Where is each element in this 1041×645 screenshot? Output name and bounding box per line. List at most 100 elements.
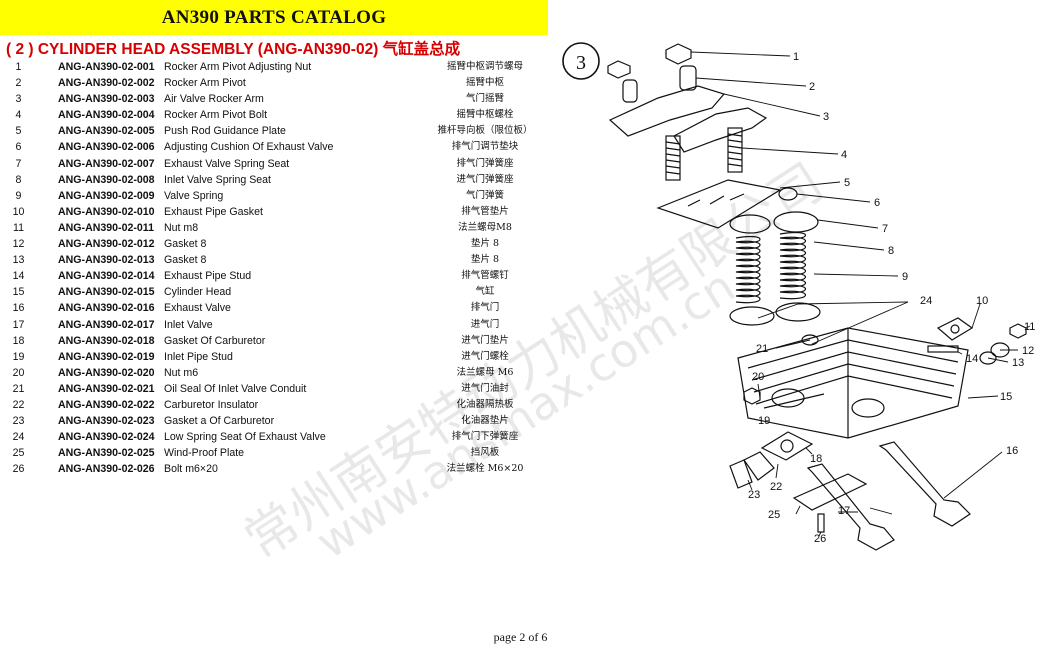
part-number: 8 [15, 173, 22, 186]
part-name-cn: 法兰螺母M8 [458, 221, 512, 233]
part-name: Exhaust Pipe Stud [164, 270, 252, 283]
part-code: ANG-AN390-02-020 [58, 366, 155, 379]
part-name: Cylinder Head [164, 286, 232, 299]
callout-label: 15 [1000, 391, 1012, 403]
part-number: 21 [12, 382, 25, 395]
part-code: ANG-AN390-02-006 [58, 141, 155, 154]
catalog-title: AN390 PARTS CATALOG [161, 6, 387, 28]
section-number: 3 [576, 52, 586, 74]
rocker-arm-part [608, 85, 768, 153]
part-code: ANG-AN390-02-004 [58, 109, 155, 122]
part-name-cn: 气缸 [475, 286, 495, 298]
part-name: Inlet Valve [164, 318, 213, 331]
callout-label: 18 [810, 453, 822, 465]
part-name-cn: 进气门弹簧座 [456, 173, 514, 185]
part-number: 18 [12, 334, 25, 347]
part-name: Push Rod Guidance Plate [164, 125, 286, 138]
pivot-bolt-part [665, 127, 743, 181]
part-number: 13 [12, 254, 25, 267]
part-name: Low Spring Seat Of Exhaust Valve [164, 431, 326, 444]
callout-label: 1 [793, 51, 799, 63]
callout-label: 6 [874, 197, 880, 209]
callout-label: 19 [758, 415, 770, 427]
part-code: ANG-AN390-02-026 [58, 463, 155, 476]
callout-label: 3 [823, 111, 829, 123]
exhaust-stud-part [927, 345, 959, 353]
part-code: ANG-AN390-02-022 [58, 398, 155, 411]
part-code: ANG-AN390-02-008 [58, 173, 155, 186]
exploded-diagram: 3 [562, 42, 1035, 551]
part-number: 15 [12, 286, 25, 299]
carburetor-insulator-part [729, 431, 814, 489]
part-code: ANG-AN390-02-010 [58, 205, 155, 218]
part-name: Air Valve Rocker Arm [164, 93, 264, 106]
part-code: ANG-AN390-02-014 [58, 270, 155, 283]
section-title: ( 2 ) CYLINDER HEAD ASSEMBLY (ANG-AN390-… [6, 41, 461, 58]
part-name-cn: 垫片 8 [470, 238, 500, 250]
part-name-cn: 进气门螺栓 [461, 350, 509, 362]
part-name-cn: 气门摇臂 [465, 93, 504, 105]
part-code: ANG-AN390-02-019 [58, 350, 155, 363]
part-name-cn: 推杆导向板（限位板） [437, 125, 533, 137]
part-name: Exhaust Valve [164, 302, 231, 315]
nut-m6-part [743, 387, 761, 405]
part-name-cn: 排气门下弹簧座 [451, 431, 519, 443]
part-name-cn: 排气门弹簧座 [456, 157, 514, 169]
part-name-cn: 排气管垫片 [461, 205, 509, 217]
section-number-badge: 3 [562, 42, 600, 80]
part-name: Carburetor Insulator [164, 398, 259, 411]
callout-label: 14 [966, 353, 978, 365]
part-code: ANG-AN390-02-016 [58, 302, 155, 315]
part-number: 11 [13, 221, 24, 234]
valve-part [806, 441, 971, 551]
part-name: Rocker Arm Pivot [164, 77, 246, 90]
part-code: ANG-AN390-02-017 [58, 318, 155, 331]
part-number: 1 [15, 61, 22, 73]
inlet-stud-part [763, 393, 825, 409]
valve-spring-part [735, 231, 807, 304]
callout-label: 25 [768, 509, 780, 521]
oil-seal-part [801, 334, 819, 346]
part-code: ANG-AN390-02-003 [58, 93, 155, 106]
part-number: 14 [12, 270, 25, 283]
part-name-cn: 进气门垫片 [461, 334, 509, 346]
part-number: 17 [12, 318, 25, 331]
part-number: 16 [12, 302, 25, 315]
callout-label: 22 [770, 481, 782, 493]
part-name: Wind-Proof Plate [164, 447, 245, 460]
part-name-cn: 法兰螺母 M6 [456, 366, 514, 378]
part-number: 5 [15, 125, 22, 138]
part-number: 7 [15, 157, 22, 170]
part-number: 20 [12, 366, 25, 379]
callout-label: 10 [976, 295, 988, 307]
callout-label: 23 [748, 489, 760, 501]
page-footer: page 2 of 6 [493, 630, 548, 644]
part-name-cn: 排气管螺钉 [461, 270, 509, 282]
part-code: ANG-AN390-02-013 [58, 254, 155, 267]
part-row: 14 ANG-AN390-02-014 Exhaust Pipe Stud 排气管螺钉 [0, 268, 540, 284]
part-number: 4 [15, 109, 22, 122]
bolt-part [817, 513, 825, 533]
callout-label: 24 [920, 295, 932, 307]
part-code: ANG-AN390-02-015 [58, 286, 155, 299]
callout-label: 4 [841, 149, 847, 161]
callout-label: 13 [1012, 357, 1024, 369]
part-code: ANG-AN390-02-012 [58, 238, 155, 251]
part-code: ANG-AN390-02-021 [58, 382, 155, 395]
part-number: 10 [12, 205, 25, 218]
callout-labels: 1234567891011121314151617181920212223242… [748, 51, 1035, 545]
callout-label: 20 [752, 371, 764, 383]
part-code: ANG-AN390-02-025 [58, 447, 155, 460]
part-name-cn: 摇臂中枢 [465, 77, 504, 89]
part-number: 9 [15, 189, 22, 202]
part-name-cn: 化油器隔热板 [456, 398, 514, 410]
part-name-cn: 排气门调节垫块 [451, 141, 519, 153]
